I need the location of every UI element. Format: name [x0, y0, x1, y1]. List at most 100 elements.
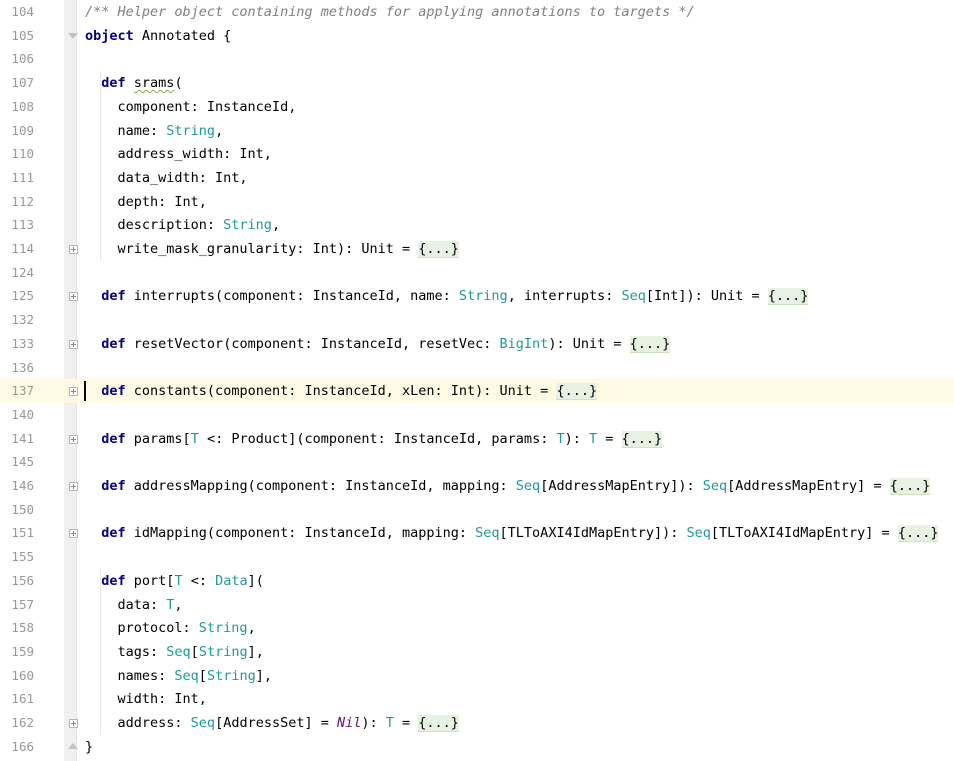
- code-line[interactable]: 132: [0, 308, 954, 332]
- code-text[interactable]: def constants(component: InstanceId, xLe…: [101, 383, 598, 401]
- code-line[interactable]: 136: [0, 356, 954, 380]
- folded-code-region[interactable]: {...}: [418, 715, 459, 732]
- code-line[interactable]: 109 name: String,: [0, 119, 954, 143]
- code-line[interactable]: 110 address_width: Int,: [0, 142, 954, 166]
- line-number: 137: [11, 383, 34, 399]
- folded-code-region[interactable]: {...}: [556, 383, 598, 401]
- line-number: 166: [11, 738, 34, 754]
- fold-end-icon[interactable]: [68, 742, 78, 749]
- code-text[interactable]: tags: Seq[String],: [85, 643, 264, 660]
- code-line[interactable]: 166}: [0, 735, 954, 759]
- folded-code-region[interactable]: {...}: [767, 288, 809, 306]
- code-line[interactable]: 160 names: Seq[String],: [0, 664, 954, 688]
- indent-guide: [100, 568, 101, 735]
- expand-fold-icon[interactable]: [69, 529, 78, 539]
- code-text[interactable]: description: String,: [85, 217, 281, 234]
- line-number: 113: [11, 217, 34, 233]
- code-text[interactable]: address_width: Int,: [85, 146, 272, 163]
- line-number: 150: [11, 501, 34, 517]
- line-number: 157: [11, 596, 34, 612]
- code-line[interactable]: 114 write_mask_granularity: Int): Unit =…: [0, 237, 954, 261]
- code-line[interactable]: 140: [0, 403, 954, 427]
- code-text[interactable]: write_mask_granularity: Int): Unit = {..…: [85, 241, 459, 258]
- line-number: 151: [11, 525, 34, 541]
- line-number: 146: [11, 478, 34, 493]
- line-number: 159: [11, 643, 34, 659]
- line-number: 133: [11, 335, 34, 351]
- code-line[interactable]: 156 def port[T <: Data](: [0, 569, 954, 593]
- code-line[interactable]: 111 data_width: Int,: [0, 166, 954, 190]
- line-number: 105: [11, 27, 34, 43]
- code-line[interactable]: 145: [0, 450, 954, 474]
- expand-fold-icon[interactable]: [69, 482, 78, 491]
- folded-code-region[interactable]: {...}: [621, 430, 663, 448]
- code-text[interactable]: object Annotated {: [85, 27, 232, 44]
- code-line[interactable]: 150: [0, 498, 954, 522]
- expand-fold-icon[interactable]: [69, 292, 78, 302]
- code-line[interactable]: 105 object Annotated {: [0, 24, 954, 48]
- collapse-fold-icon[interactable]: [68, 32, 78, 39]
- line-number: 136: [11, 359, 34, 375]
- line-number: 155: [11, 549, 34, 565]
- code-line[interactable]: 157 data: T,: [0, 593, 954, 617]
- code-line[interactable]: 112 depth: Int,: [0, 190, 954, 214]
- line-number: 112: [11, 193, 34, 209]
- code-line[interactable]: 124: [0, 261, 954, 285]
- code-line[interactable]: 107 def srams(: [0, 71, 954, 95]
- code-text[interactable]: def addressMapping(component: InstanceId…: [101, 478, 931, 495]
- code-text[interactable]: /** Helper object containing methods for…: [85, 4, 695, 20]
- code-line[interactable]: 141 def params[T <: Product](component: …: [0, 427, 954, 451]
- code-line[interactable]: 133 def resetVector(component: InstanceI…: [0, 332, 954, 356]
- code-text[interactable]: data: T,: [85, 596, 183, 613]
- line-number: 158: [11, 620, 34, 636]
- code-line[interactable]: 104 /** Helper object containing methods …: [0, 0, 954, 24]
- code-line[interactable]: 155: [0, 545, 954, 569]
- folded-code-region[interactable]: {...}: [629, 335, 671, 353]
- code-text[interactable]: address: Seq[AddressSet] = Nil): T = {..…: [85, 715, 459, 732]
- code-text[interactable]: data_width: Int,: [85, 169, 248, 186]
- code-text[interactable]: def params[T <: Product](component: Inst…: [101, 430, 663, 448]
- line-number: 114: [11, 241, 34, 256]
- code-line[interactable]: 161 width: Int,: [0, 687, 954, 711]
- code-text[interactable]: width: Int,: [85, 691, 207, 708]
- code-text[interactable]: def idMapping(component: InstanceId, map…: [101, 525, 939, 543]
- folded-code-region[interactable]: {...}: [418, 241, 459, 258]
- expand-fold-icon[interactable]: [69, 434, 78, 444]
- code-text[interactable]: }: [85, 738, 94, 755]
- expand-fold-icon[interactable]: [69, 387, 78, 397]
- code-text[interactable]: protocol: String,: [85, 620, 256, 637]
- line-number: 156: [11, 572, 34, 588]
- folded-code-region[interactable]: {...}: [897, 525, 939, 543]
- line-number: 125: [11, 288, 34, 304]
- code-line[interactable]: 159 tags: Seq[String],: [0, 640, 954, 664]
- code-text[interactable]: component: InstanceId,: [85, 98, 297, 115]
- code-line[interactable]: 158 protocol: String,: [0, 616, 954, 640]
- code-line[interactable]: 125 def interrupts(component: InstanceId…: [0, 284, 954, 308]
- indent-guide: [100, 71, 101, 261]
- code-line[interactable]: 113 description: String,: [0, 213, 954, 237]
- code-line[interactable]: 146 def addressMapping(component: Instan…: [0, 474, 954, 498]
- code-text[interactable]: name: String,: [85, 122, 224, 139]
- code-text[interactable]: def interrupts(component: InstanceId, na…: [101, 288, 809, 306]
- code-line[interactable]: 137 def constants(component: InstanceId,…: [0, 379, 954, 404]
- code-text[interactable]: def srams(: [101, 75, 183, 92]
- code-text[interactable]: depth: Int,: [85, 193, 207, 210]
- line-number: 124: [11, 264, 34, 280]
- expand-fold-icon[interactable]: [69, 719, 78, 728]
- expand-fold-icon[interactable]: [69, 245, 78, 254]
- code-text[interactable]: names: Seq[String],: [85, 667, 272, 684]
- code-text[interactable]: def port[T <: Data](: [101, 572, 264, 589]
- code-line[interactable]: 108 component: InstanceId,: [0, 95, 954, 119]
- line-number: 104: [11, 4, 34, 19]
- code-line[interactable]: 106: [0, 47, 954, 71]
- code-line[interactable]: 151 def idMapping(component: InstanceId,…: [0, 521, 954, 545]
- line-number: 106: [11, 51, 34, 67]
- code-line[interactable]: 162 address: Seq[AddressSet] = Nil): T =…: [0, 711, 954, 735]
- line-number: 109: [11, 122, 34, 138]
- expand-fold-icon[interactable]: [69, 339, 78, 349]
- folded-code-region[interactable]: {...}: [889, 478, 931, 495]
- code-text[interactable]: def resetVector(component: InstanceId, r…: [101, 335, 671, 353]
- line-number: 110: [11, 146, 34, 162]
- line-number: 160: [11, 667, 34, 683]
